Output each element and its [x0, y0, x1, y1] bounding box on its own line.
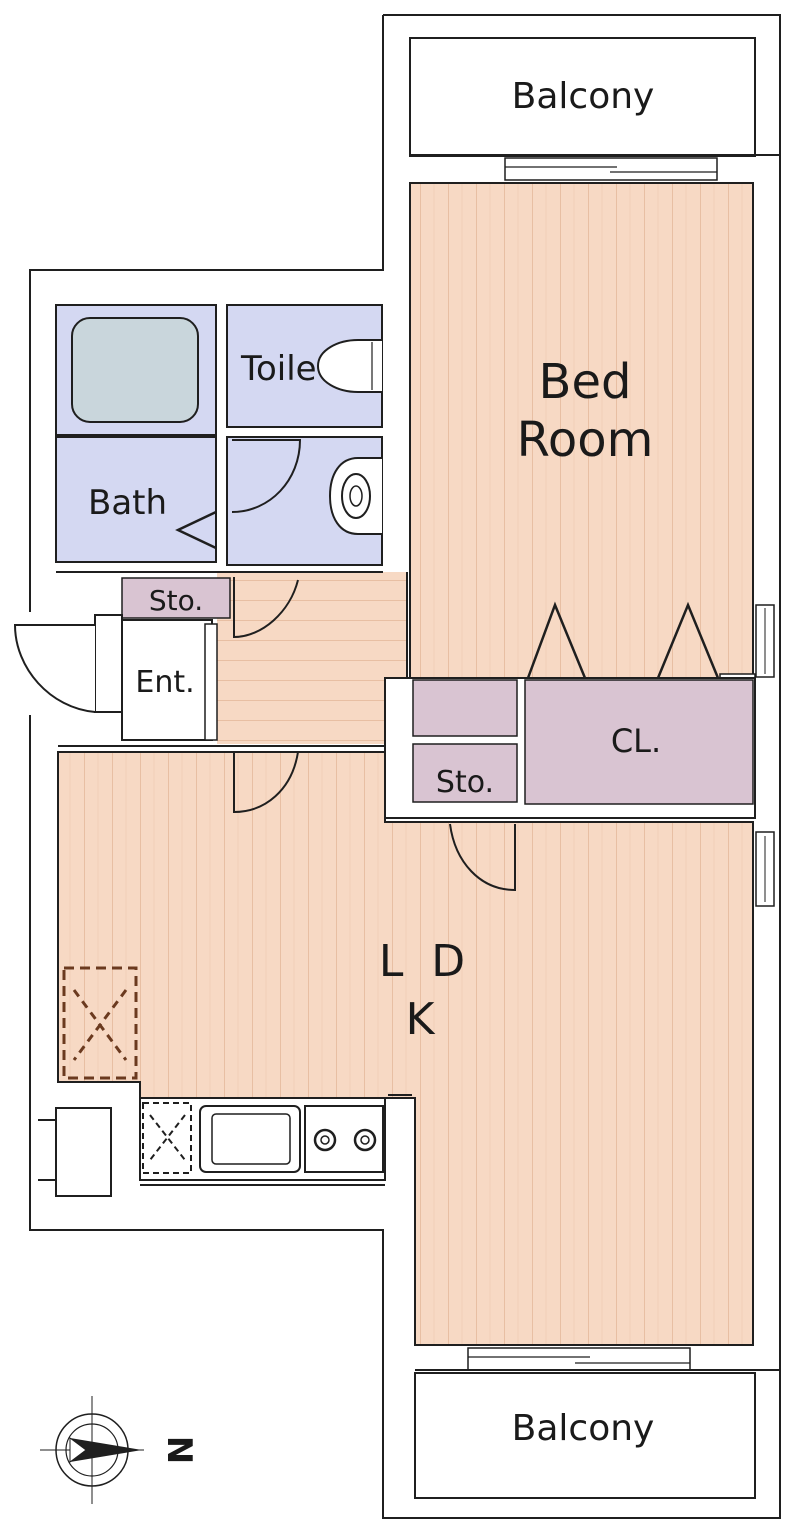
closet-block	[384, 677, 756, 819]
kitchen-counter	[38, 1094, 412, 1197]
label-storage-closet: Sto.	[436, 765, 494, 800]
label-ldk-line1: L D	[379, 936, 465, 987]
balcony-bottom	[414, 1347, 780, 1499]
toilet	[226, 304, 383, 428]
label-entrance: Ent.	[135, 665, 194, 700]
label-closet: CL.	[611, 722, 661, 760]
bath	[55, 304, 217, 563]
label-storage-hall: Sto.	[149, 584, 203, 617]
label-toilet: Toile	[240, 349, 317, 389]
outer-walls	[29, 14, 781, 1519]
ldk	[57, 745, 775, 1346]
compass-north-label: N	[159, 1436, 199, 1464]
label-balcony-bottom: Balcony	[512, 1408, 655, 1449]
label-bedroom-line1: Bed	[539, 354, 632, 410]
balcony-top	[409, 37, 780, 181]
compass-icon	[40, 1396, 144, 1504]
storage-hall	[121, 577, 231, 619]
bedroom	[409, 182, 775, 683]
washroom	[226, 436, 383, 566]
label-balcony-top: Balcony	[512, 76, 655, 117]
label-ldk-line2: K	[406, 994, 436, 1045]
hallway	[56, 571, 408, 744]
label-bedroom-line2: Room	[517, 412, 654, 468]
label-bath: Bath	[88, 483, 167, 523]
entrance	[13, 614, 218, 741]
